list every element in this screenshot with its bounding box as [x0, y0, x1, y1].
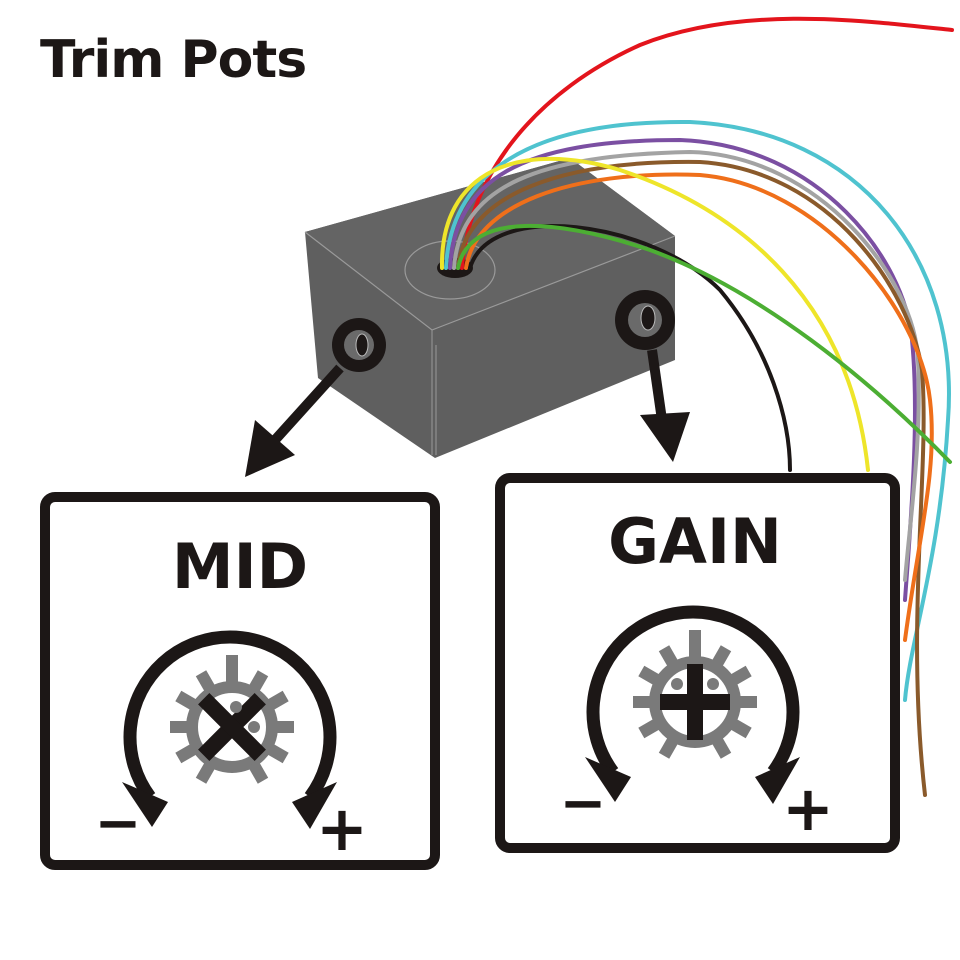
plus-sign: + [316, 792, 368, 865]
gain-panel: GAIN − + [495, 473, 900, 853]
mid-panel: MID − + [40, 492, 440, 870]
gear-tooth [247, 760, 269, 784]
gear-tooth [195, 670, 217, 694]
gear-tooth [175, 742, 199, 764]
gear-tooth [728, 665, 752, 687]
gear-tooth [195, 760, 217, 784]
gear-tooth [710, 645, 732, 669]
gear-tooth [170, 721, 190, 733]
gear-tooth [728, 717, 752, 739]
gear-tooth [274, 721, 294, 733]
gear-tooth [265, 690, 289, 712]
gear-tooth [737, 696, 757, 708]
wire-purple [448, 137, 917, 602]
gear-tooth [175, 690, 199, 712]
gain-pot-callout [615, 290, 690, 462]
mid-knob-icon [122, 630, 337, 829]
gear-tooth [638, 717, 662, 739]
minus-sign: − [560, 771, 607, 836]
wire-yellow [439, 156, 870, 472]
mid-pot-callout [245, 318, 386, 477]
gear-tooth [633, 696, 653, 708]
gear-tooth [658, 735, 680, 759]
wire-red [460, 16, 954, 270]
wire-cyan [444, 119, 951, 702]
wire-bundle [439, 16, 954, 797]
gear-tooth [247, 670, 269, 694]
gear-tooth [710, 735, 732, 759]
page-title: Trim Pots [40, 30, 307, 90]
mid-label: MID [172, 530, 308, 603]
gear-tooth [265, 742, 289, 764]
wire-gray [452, 149, 921, 582]
wire-green [456, 224, 952, 464]
gear-tooth [638, 665, 662, 687]
wire-black [468, 224, 792, 472]
wire-brown [456, 159, 927, 797]
gain-knob-icon [585, 605, 800, 804]
gear-tooth [658, 645, 680, 669]
wire-orange [464, 172, 934, 642]
gain-label: GAIN [608, 505, 782, 578]
plus-sign: + [782, 772, 834, 845]
minus-sign: − [95, 791, 142, 856]
gear-tooth [689, 630, 701, 660]
gear-tooth [226, 655, 238, 685]
